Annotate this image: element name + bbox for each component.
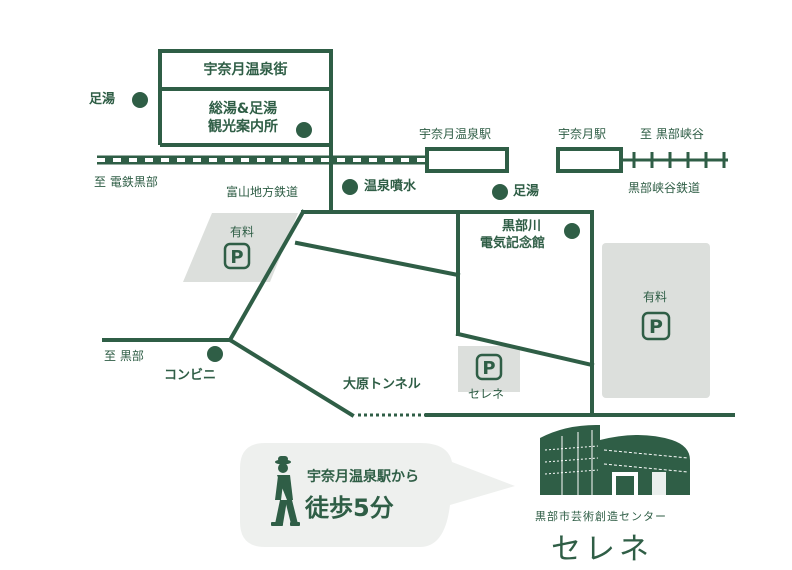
selene-building-icon bbox=[540, 425, 690, 495]
onsen-fountain-label: 温泉噴水 bbox=[364, 179, 417, 194]
parking-selene-label: セレネ bbox=[468, 387, 505, 401]
onsen-street-block bbox=[158, 49, 333, 147]
parking-area-left bbox=[183, 213, 298, 282]
parking-area-right bbox=[602, 243, 710, 398]
parking-paid-right-label: 有料 bbox=[643, 290, 668, 304]
to-kurobe-gorge-label: 至 黒部峡谷 bbox=[640, 127, 704, 141]
soyu-label-line2: 観光案内所 bbox=[208, 119, 278, 135]
walk-bubble bbox=[240, 443, 515, 547]
unazuki-onsen-station-label: 宇奈月温泉駅 bbox=[419, 127, 492, 141]
kurobegawa-label-line1: 黒部川 bbox=[502, 219, 542, 234]
toyama-railway-label: 富山地方鉄道 bbox=[226, 185, 299, 199]
unazuki-onsen-station bbox=[425, 147, 509, 173]
unazuki-station-label: 宇奈月駅 bbox=[558, 127, 607, 141]
soyu-label-line1: 総湯&足湯 bbox=[208, 101, 278, 117]
location-markers bbox=[132, 92, 580, 362]
svg-text:P: P bbox=[649, 316, 663, 338]
convenience-store-label: コンビニ bbox=[164, 368, 217, 383]
walking-person-icon bbox=[271, 456, 300, 526]
walk-from-label: 宇奈月温泉駅から bbox=[307, 469, 419, 485]
kurobe-gorge-railway-ties bbox=[632, 152, 726, 168]
onsen-street-label: 宇奈月温泉街 bbox=[203, 62, 288, 78]
unazuki-station bbox=[556, 147, 623, 173]
kurobegawa-label-line2: 電気記念館 bbox=[480, 236, 546, 251]
parking-icon-left: P bbox=[223, 242, 251, 270]
to-dentetsu-kurobe-label: 至 電鉄黒部 bbox=[94, 175, 158, 189]
to-kurobe-label: 至 黒部 bbox=[104, 349, 144, 363]
parking-icon-selene: P bbox=[475, 353, 503, 381]
parking-paid-left-label: 有料 bbox=[230, 225, 255, 239]
walk-time-label: 徒歩5分 bbox=[305, 494, 394, 522]
ashiyu-left-label: 足湯 bbox=[89, 92, 116, 107]
facility-name: 黒部市芸術創造センター bbox=[535, 510, 667, 523]
svg-text:P: P bbox=[230, 247, 243, 268]
selene-logo-text: セレネ bbox=[551, 532, 653, 567]
ashiyu-right-label: 足湯 bbox=[513, 184, 540, 199]
svg-text:P: P bbox=[482, 358, 495, 379]
ohara-tunnel-label: 大原トンネル bbox=[343, 377, 421, 392]
parking-area-selene bbox=[458, 346, 520, 392]
kurobe-gorge-railway-label: 黒部峡谷鉄道 bbox=[628, 181, 701, 195]
parking-icon-right: P bbox=[641, 311, 671, 341]
